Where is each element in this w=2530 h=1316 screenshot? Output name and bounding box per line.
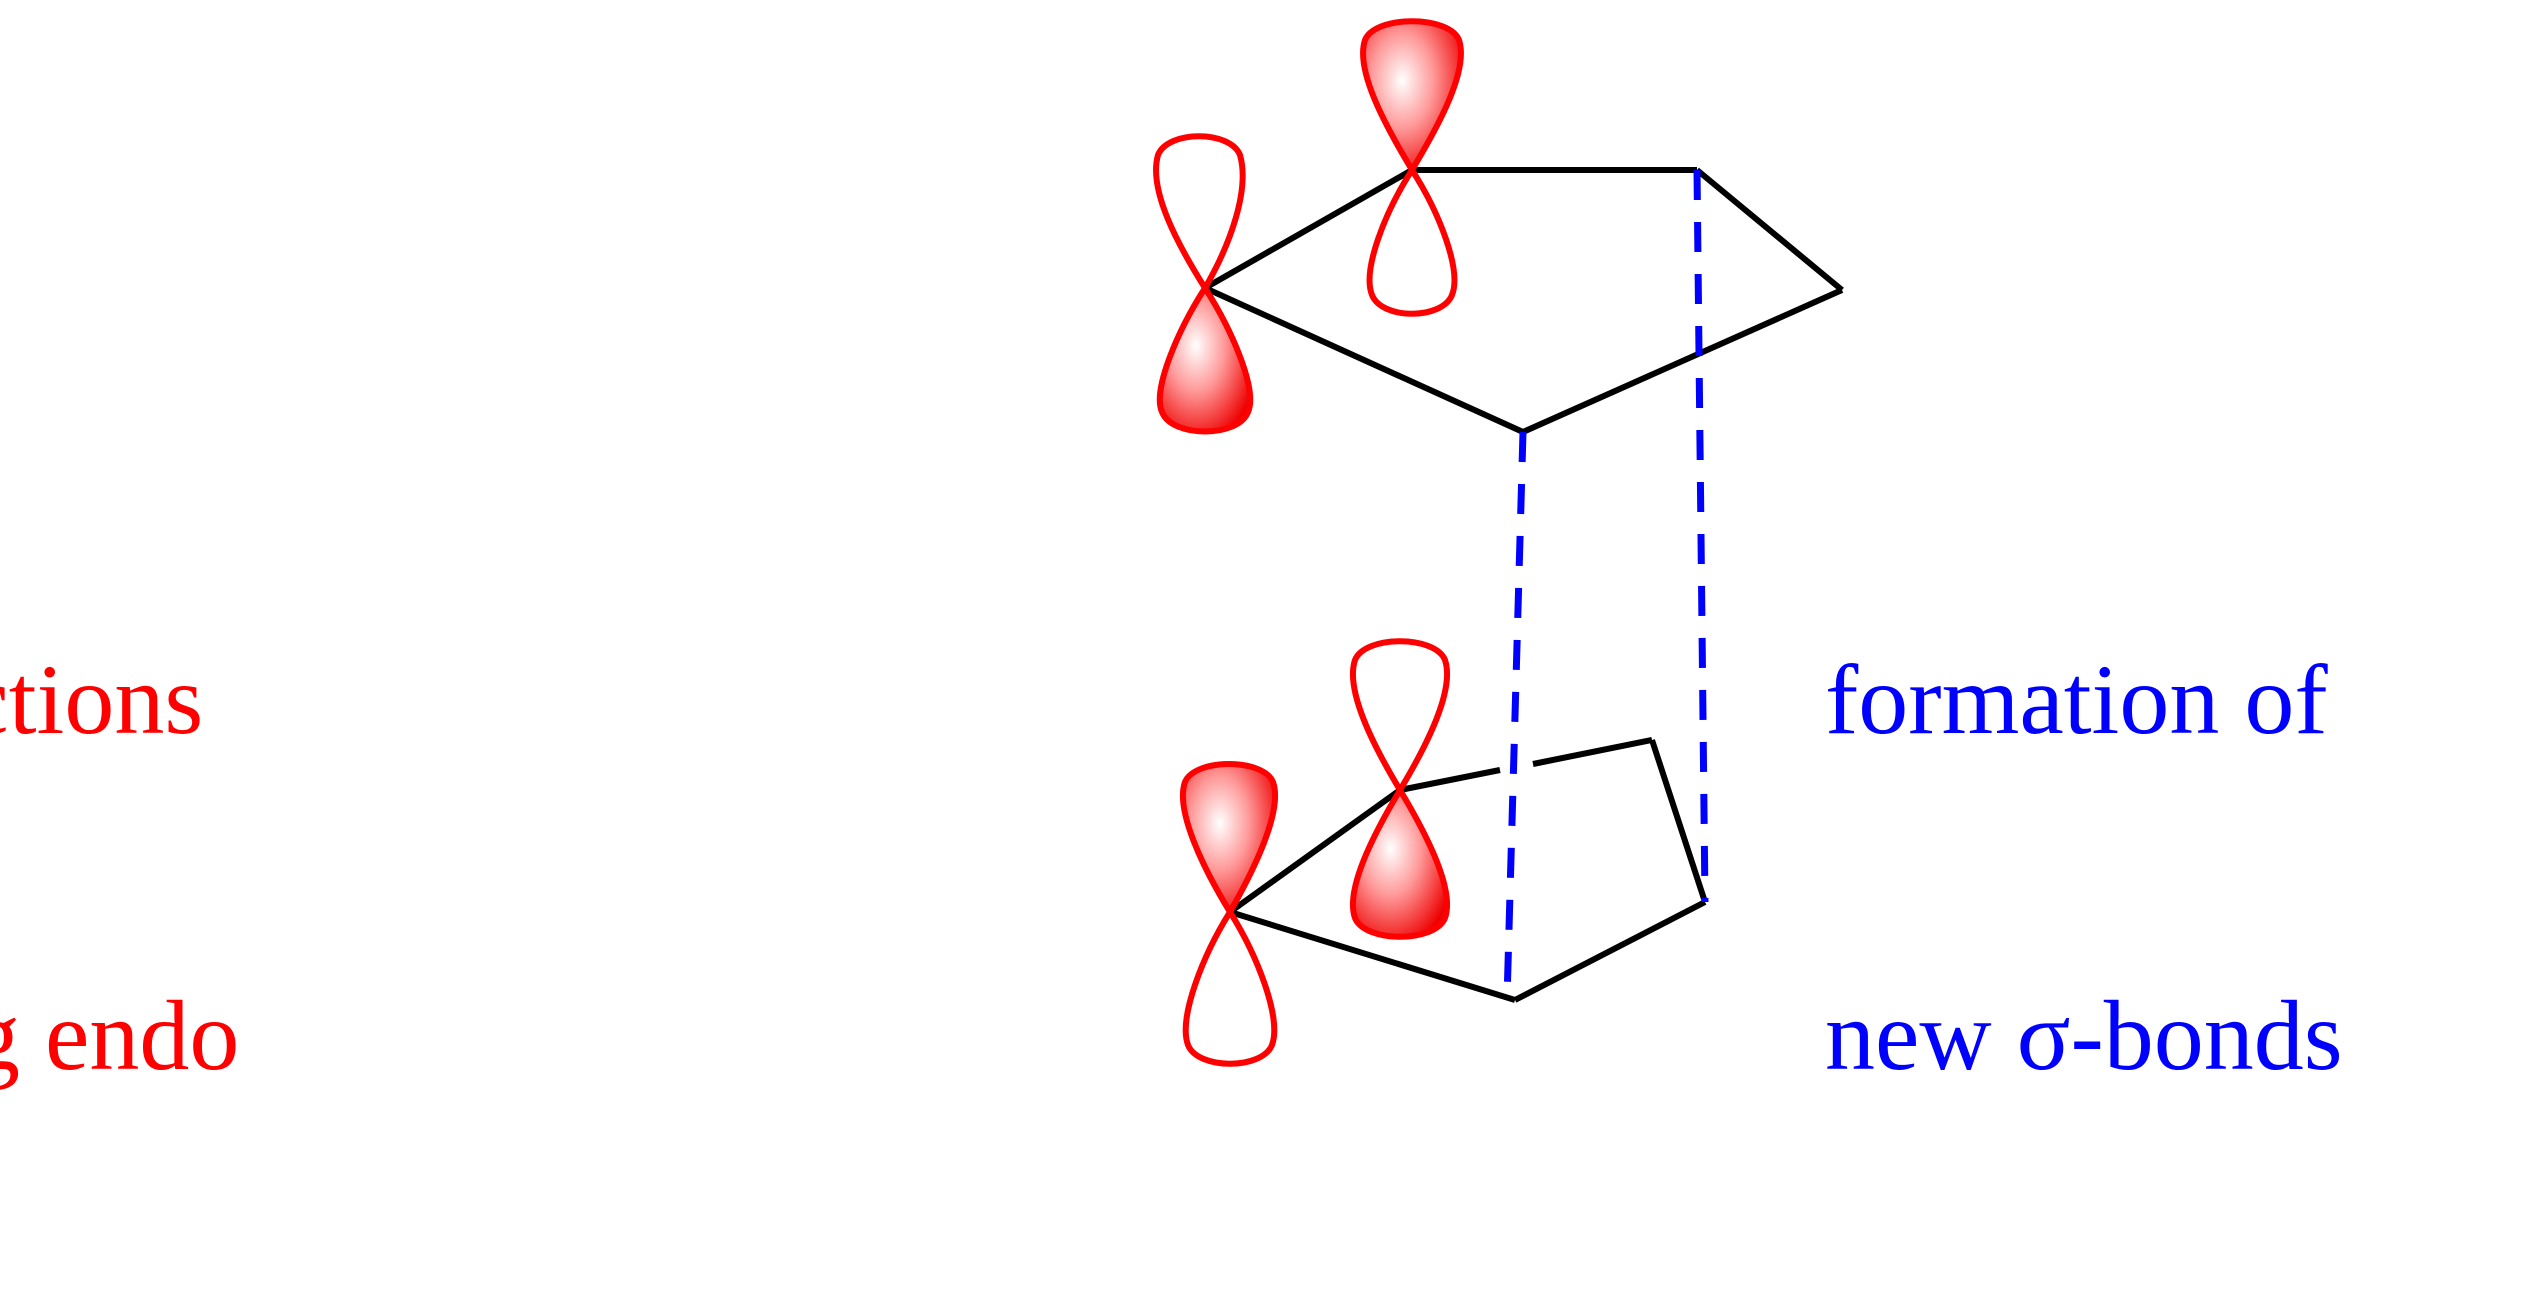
diagram: actions ng endo formation of new σ-bonds [0,18,2343,1091]
bottom-ring-bond [1513,899,1707,1003]
bottom-ring [1228,737,1708,1003]
top-p-orbital-right [1360,18,1464,317]
orbital-lobe-shaded [1360,18,1464,176]
right-label-line-1: formation of [1825,644,2328,755]
top-ring-bond [1695,167,1844,293]
bottom-ring-bond [1399,767,1501,793]
top-ring-bond [1203,285,1525,435]
bottom-p-orbital-right [1349,638,1451,940]
orbital-lobe-shaded [1179,761,1279,918]
orbital-lobe-shaded [1349,784,1451,940]
right-label-line-2: new σ-bonds [1825,980,2343,1091]
bottom-ring-bond [1228,787,1402,915]
top-ring-bond [1203,167,1414,291]
orbital-lobe-unshaded [1153,133,1246,294]
orbital-lobe-shaded [1156,282,1254,435]
sigma-bond-dashed [1693,169,1709,903]
new-sigma-bonds [1503,169,1709,1001]
top-p-orbital-left [1153,133,1254,435]
orbital-diagram [1153,18,1844,1067]
top-ring-bond [1521,287,1844,435]
bottom-p-orbital-left [1179,761,1279,1067]
bottom-ring-bond [1532,737,1653,767]
left-label-line-2: ng endo [0,980,240,1091]
left-label-line-1: actions [0,644,204,755]
top-ring [1203,167,1844,435]
sigma-bond-dashed [1503,431,1527,1001]
secondary-orbital-interactions-label: actions ng endo [0,420,239,1316]
orbital-lobe-unshaded [1366,164,1458,317]
orbital-lobe-unshaded [1349,638,1451,796]
orbital-lobe-unshaded [1182,906,1278,1067]
new-sigma-bonds-label: formation of new σ-bonds [1825,420,2343,1316]
bottom-ring-bond [1229,909,1516,1003]
bottom-ring-bond [1649,739,1708,903]
